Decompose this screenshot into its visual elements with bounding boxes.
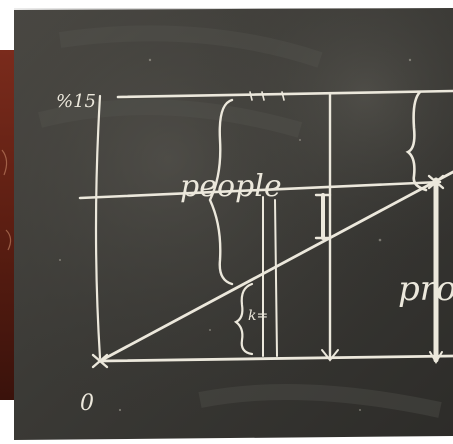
label-top-left: %15 — [56, 91, 96, 112]
label-partial-right: pro — [398, 269, 453, 309]
label-origin: 0 — [80, 391, 94, 416]
label-people: people — [180, 169, 282, 204]
label-k: k= — [248, 308, 268, 324]
board-smudge — [14, 8, 453, 440]
